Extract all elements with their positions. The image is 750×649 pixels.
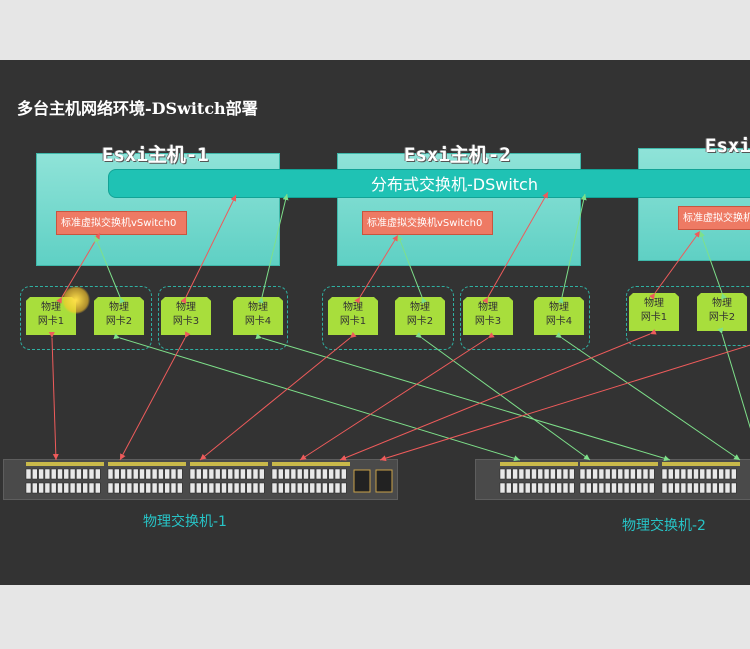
switch-port-block [499, 462, 578, 494]
switch-uplink-port [353, 469, 371, 493]
switch-port-block [271, 462, 350, 494]
link-h3nic1-vswitch [649, 230, 701, 300]
pointer-highlight [62, 286, 90, 314]
physical-switch-1-label: 物理交换机-1 [143, 514, 227, 530]
link-h2nic3-dswitch [482, 191, 549, 304]
link-extra-sw1 [379, 337, 750, 462]
host-1-label: Esxi主机-1 [102, 144, 209, 166]
link-nic2-vswitch [94, 235, 126, 304]
link-nic1-vswitch [56, 232, 101, 304]
switch-port-block [25, 462, 104, 494]
switch-port-block [579, 462, 658, 494]
connection-lines [25, 191, 750, 494]
switch-port-block [661, 462, 740, 494]
switch-port-block [107, 462, 186, 494]
distributed-switch-bar: 分布式交换机-DSwitch [108, 169, 750, 198]
link-h2nic4-dswitch [557, 193, 587, 304]
link-h2nic2-vswitch [397, 234, 427, 304]
link-h2nic2-sw2 [415, 332, 591, 461]
bottom-band [0, 585, 750, 649]
link-nic1-sw1 [48, 331, 59, 461]
link-h3nic1-sw1 [339, 328, 657, 461]
host-3-label: Esxi [705, 135, 750, 157]
link-h2nic1-vswitch [354, 234, 399, 304]
host-1-nic-1: 物理网卡1 [26, 297, 76, 335]
link-h3nic2-vswitch [699, 230, 727, 300]
host-2-vswitch: 标准虚拟交换机vSwitch0 [362, 211, 493, 235]
switch-port-block [189, 462, 268, 494]
diagram-slide: 多台主机网络环境-DSwitch部署 Esxi主机-1 Esxi主机-2 Esx… [0, 60, 750, 585]
link-nic4-sw2 [255, 333, 671, 462]
physical-switch-2-label: 物理交换机-2 [622, 518, 706, 534]
link-nic3-dswitch [180, 194, 237, 304]
host-2-label: Esxi主机-2 [404, 144, 511, 166]
switch-uplink-port [375, 469, 393, 493]
slide-title: 多台主机网络环境-DSwitch部署 [17, 99, 258, 118]
host-1-vswitch: 标准虚拟交换机vSwitch0 [56, 211, 187, 235]
link-nic3-sw1 [119, 331, 191, 461]
link-nic4-dswitch [257, 193, 289, 304]
host-3-vswitch: 标准虚拟交换机 [678, 206, 750, 230]
